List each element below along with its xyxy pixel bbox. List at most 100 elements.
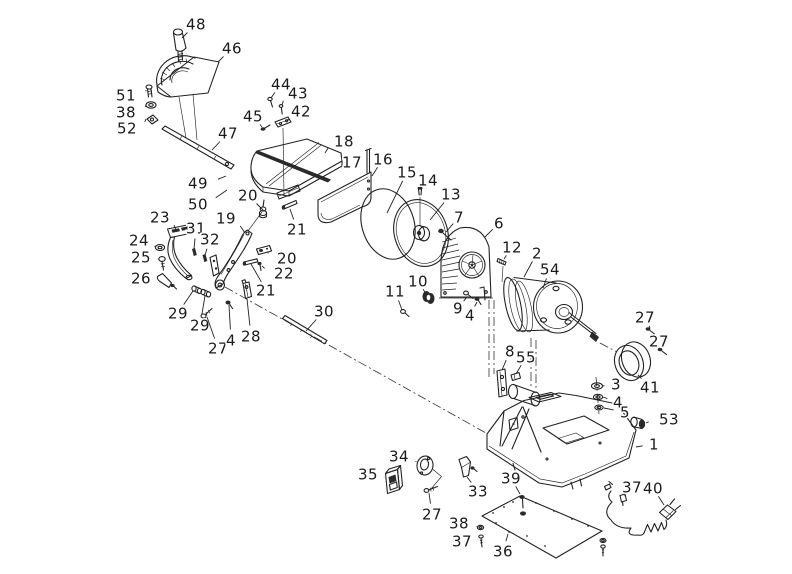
part-4-bolt-arm [225, 300, 234, 310]
part-52-clip [146, 114, 159, 125]
part-number-35: 35 [358, 466, 378, 484]
callout-7: 7 [445, 207, 465, 233]
part-38-washer [145, 101, 157, 109]
part-31-pin [192, 248, 197, 256]
leader-line-50 [215, 189, 228, 199]
arm-pivot-line [247, 211, 263, 232]
part-number-38: 38 [449, 515, 469, 533]
leader-line-52 [144, 118, 147, 122]
part-number-27: 27 [649, 333, 669, 351]
part-number-26: 26 [131, 270, 151, 288]
part-number-15: 15 [397, 164, 417, 182]
part-17-post [364, 147, 372, 174]
callout-45: 45 [241, 106, 264, 128]
leader-line-4 [474, 301, 478, 307]
callout-17: 17 [340, 152, 363, 173]
assembly-axis-lines [224, 286, 618, 434]
leader-line-4 [602, 396, 608, 400]
leader-line-33 [466, 476, 472, 483]
part-6-housing [439, 226, 493, 301]
callout-8: 8 [501, 341, 516, 371]
leader-line-29 [183, 290, 194, 305]
callout-19: 19 [214, 208, 246, 234]
leader-line-32 [204, 248, 208, 256]
callout-37: 37 [450, 531, 479, 552]
part-number-6: 6 [494, 215, 504, 233]
part-number-50: 50 [188, 196, 208, 214]
leader-line-5 [603, 407, 614, 411]
leader-line-36 [505, 533, 509, 542]
part-40-power-cord [606, 490, 682, 536]
callout-29: 29 [188, 295, 211, 336]
part-number-21: 21 [256, 282, 276, 300]
callout-35: 35 [356, 464, 385, 485]
part-35-switch [384, 464, 404, 495]
part-7-screw [438, 228, 452, 241]
part-3-washer [590, 382, 604, 390]
callout-22: 22 [261, 263, 295, 284]
part-number-44: 44 [271, 76, 291, 94]
leader-line-27 [206, 316, 216, 339]
leader-line-18 [324, 148, 329, 154]
callout-48: 48 [181, 14, 207, 39]
leader-line-29 [201, 295, 206, 315]
leader-line-11 [398, 300, 403, 311]
leader-line-43 [281, 100, 284, 106]
part-22-screw [257, 261, 262, 272]
leader-line-4 [228, 304, 231, 330]
part-27-screw-lower [657, 347, 668, 356]
callout-6: 6 [484, 213, 505, 238]
callout-20: 20 [236, 185, 264, 211]
callout-52: 52 [115, 118, 147, 139]
part-13-backing-disc [393, 197, 449, 267]
callout-4: 4 [224, 304, 237, 351]
part-33-bracket [458, 455, 478, 478]
part-number-27: 27 [635, 309, 655, 327]
part-38-washer-bottom [476, 524, 485, 531]
callout-33: 33 [466, 476, 489, 502]
callout-37: 37 [620, 477, 643, 498]
part-number-4: 4 [226, 332, 236, 350]
part-42-clamp [274, 116, 292, 128]
callout-50: 50 [186, 189, 228, 215]
part-number-19: 19 [216, 210, 236, 228]
part-19-arm [209, 229, 253, 291]
leader-line-55 [515, 364, 522, 375]
callout-49: 49 [186, 173, 227, 194]
part-18-table [250, 138, 343, 200]
part-number-22: 22 [274, 265, 294, 283]
part-number-11: 11 [385, 283, 405, 301]
part-53-knob [630, 416, 646, 430]
leader-line-53 [645, 421, 649, 424]
part-number-8: 8 [505, 343, 515, 361]
callout-44: 44 [269, 74, 292, 99]
part-number-42: 42 [291, 103, 311, 121]
part-36-bottom-plate [481, 495, 603, 559]
leader-line-7 [445, 223, 454, 233]
part-24-washer [154, 243, 166, 252]
part-number-27: 27 [422, 506, 442, 524]
part-number-46: 46 [222, 40, 242, 58]
part-number-4: 4 [613, 394, 623, 412]
callout-18: 18 [324, 131, 355, 154]
callout-54: 54 [538, 259, 561, 289]
leader-line-54 [542, 278, 547, 289]
part-30-rod [281, 314, 328, 345]
callout-16: 16 [371, 149, 394, 177]
callout-36: 36 [491, 533, 514, 562]
part-21-pin [242, 258, 259, 266]
leader-line-12 [503, 255, 507, 260]
callout-41: 41 [637, 374, 661, 398]
part-number-5: 5 [620, 404, 630, 422]
part-number-30: 30 [314, 303, 334, 321]
part-12-pin [496, 257, 507, 283]
callout-24: 24 [127, 230, 156, 251]
callout-30: 30 [305, 301, 335, 332]
part-number-10: 10 [408, 273, 428, 291]
part-number-51: 51 [116, 87, 136, 105]
part-11-screw [400, 309, 410, 318]
leader-line-31 [193, 238, 196, 250]
callout-25: 25 [129, 247, 159, 268]
part-27-screw-upper [645, 327, 656, 335]
